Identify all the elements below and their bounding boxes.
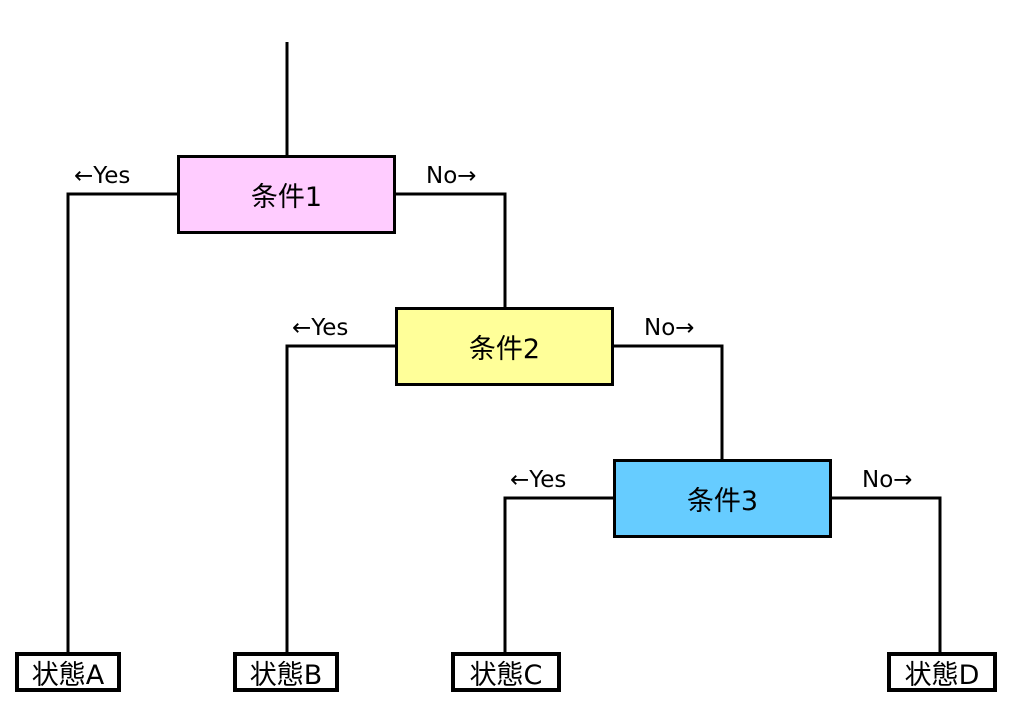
state-a-label: 状態A [31,659,105,691]
condition-1-label: 条件1 [250,182,323,213]
state-c-label: 状態C [469,659,543,691]
yes-label-2: ←Yes [292,315,349,341]
state-a-box: 状態A [15,652,121,692]
state-b-box: 状態B [233,652,339,692]
condition-2-label: 条件2 [468,334,541,365]
yes-label-3: ←Yes [510,467,567,493]
no-label-1: No→ [426,163,477,189]
yes-label-1: ←Yes [74,163,131,189]
no-label-3: No→ [862,467,913,493]
state-b-label: 状態B [249,659,323,691]
state-d-label: 状態D [904,659,980,691]
condition-1-box: 条件1 [177,155,396,234]
condition-3-box: 条件3 [613,459,832,538]
condition-3-label: 条件3 [686,486,759,517]
state-c-box: 状態C [451,652,561,692]
no-label-2: No→ [644,315,695,341]
state-d-box: 状態D [887,652,997,692]
condition-2-box: 条件2 [395,307,614,386]
